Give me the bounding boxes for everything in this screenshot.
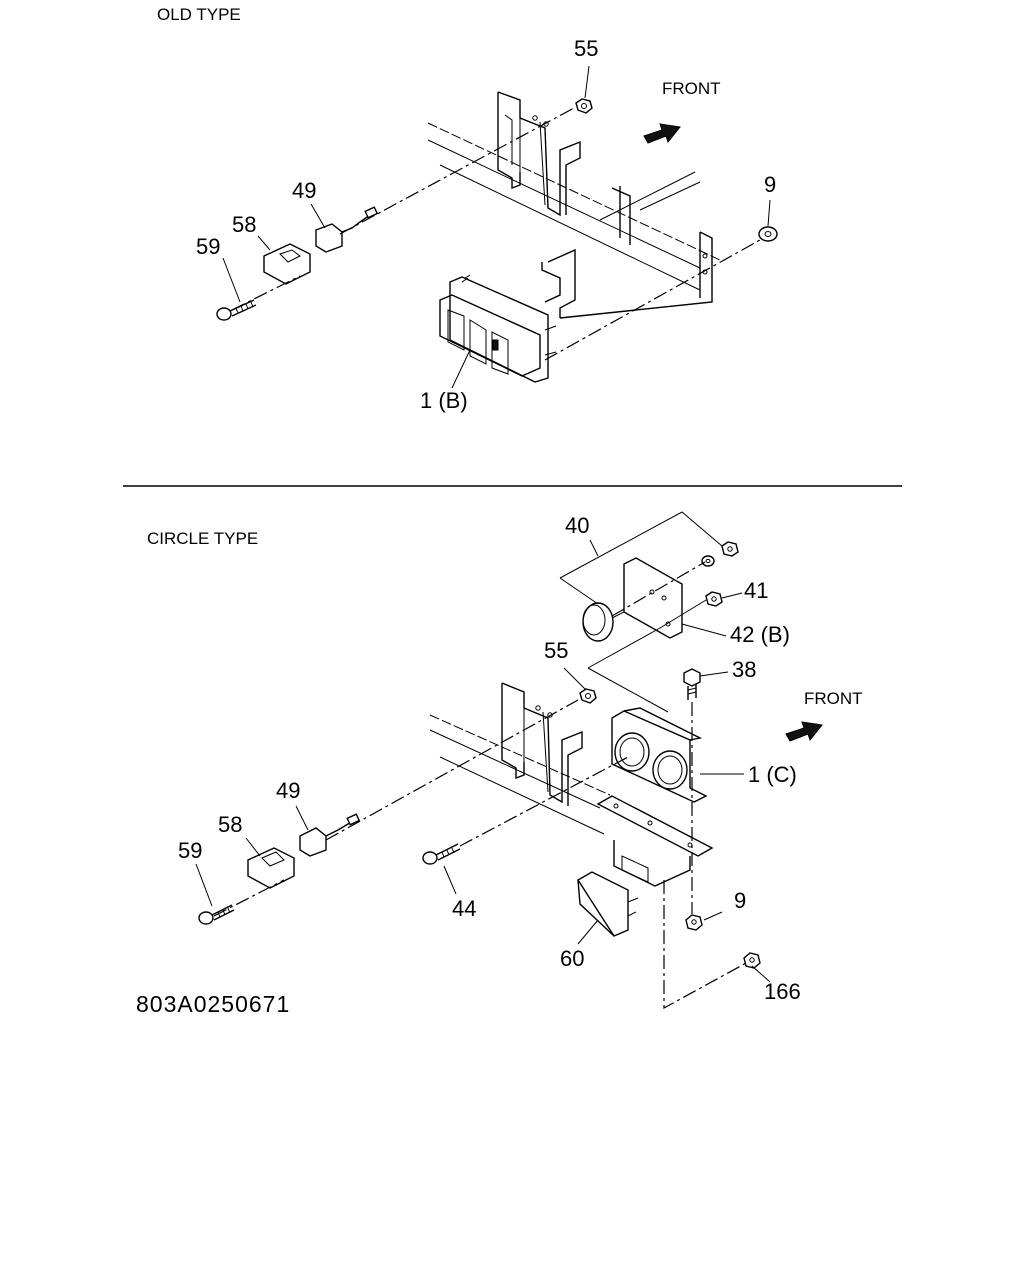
old-connector-49 (315, 206, 379, 253)
old-centerline-screw (231, 275, 301, 311)
circle-cover-58 (247, 847, 295, 889)
circle-centerline-44 (459, 755, 631, 847)
nut-9 (685, 914, 703, 931)
bolt-44 (422, 843, 461, 865)
old-front-label: FRONT (662, 79, 721, 98)
callout-40: 40 (565, 513, 589, 538)
callout-41: 41 (744, 578, 768, 603)
old-frame-bracket (497, 91, 581, 217)
circle-centerline-upper (325, 699, 579, 841)
callout-9: 9 (734, 888, 746, 913)
circle-front-arrow-icon (785, 721, 823, 742)
old-leader-lines (222, 65, 771, 389)
callout-55: 55 (574, 36, 598, 61)
old-type-title: OLD TYPE (157, 5, 241, 24)
circle-lower-bracket (596, 795, 714, 887)
callout-9: 9 (764, 172, 776, 197)
old-centerline-lower (544, 239, 761, 361)
circle-connector-49 (299, 813, 361, 857)
side-lamp-60 (577, 871, 639, 937)
circle-screw-59 (198, 904, 235, 925)
circle-centerline-screw (213, 879, 285, 917)
callout-42b: 42 (B) (730, 622, 790, 647)
old-nut-55 (575, 98, 593, 114)
callout-44: 44 (452, 896, 476, 921)
callout-58: 58 (232, 212, 256, 237)
circle-type-title: CIRCLE TYPE (147, 529, 258, 548)
circle-type-section: CIRCLE TYPE (147, 511, 863, 1010)
drawing-code: 803A0250671 (136, 991, 290, 1017)
nut-166 (743, 952, 761, 969)
circle-front-label: FRONT (804, 689, 863, 708)
circle-lamp-housing-1c (611, 707, 708, 803)
callout-58: 58 (218, 812, 242, 837)
old-centerline-upper (339, 107, 575, 235)
circle-centerline-40 (611, 561, 706, 617)
old-front-arrow-icon (643, 123, 681, 144)
callout-49: 49 (276, 778, 300, 803)
callout-1c: 1 (C) (748, 762, 797, 787)
callout-59: 59 (178, 838, 202, 863)
old-cross-member (541, 186, 713, 319)
old-cover-58 (263, 243, 311, 285)
callout-38: 38 (732, 657, 756, 682)
circle-centerline-166 (663, 880, 749, 1010)
circle-leader-lines (195, 511, 771, 983)
nut-55 (579, 688, 597, 704)
nut-41 (705, 591, 723, 607)
callout-60: 60 (560, 946, 584, 971)
callout-166: 166 (764, 979, 801, 1004)
bolt-38 (683, 668, 701, 700)
callout-1b: 1 (B) (420, 388, 468, 413)
nut-40-upper (721, 541, 739, 557)
old-type-section: OLD TYPE (157, 5, 778, 413)
old-lamp-housing-1b (439, 274, 557, 383)
old-screw-59 (216, 299, 257, 321)
circle-frame-bracket (501, 682, 583, 806)
washer-40 (701, 555, 715, 567)
old-frame-rail (427, 122, 721, 291)
circle-frame-rail (429, 714, 611, 835)
old-washer-9 (758, 226, 778, 242)
callout-49: 49 (292, 178, 316, 203)
plate-42b (623, 557, 683, 639)
callout-59: 59 (196, 234, 220, 259)
callout-55: 55 (544, 638, 568, 663)
